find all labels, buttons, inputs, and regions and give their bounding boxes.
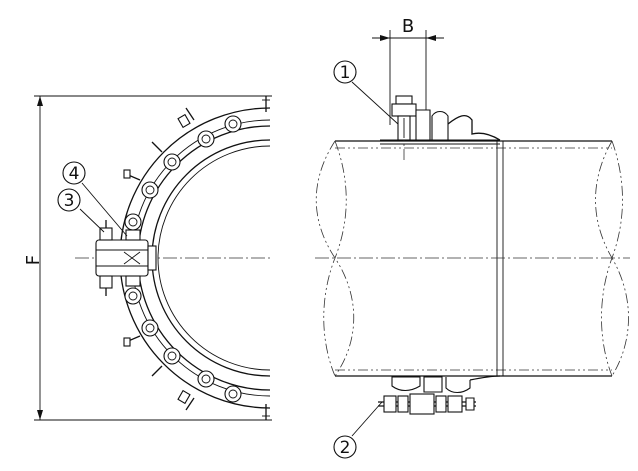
bottom-housing: [378, 375, 501, 415]
callout-2: 2: [333, 435, 357, 459]
callout-4: 4: [62, 161, 86, 185]
pipe-body: [315, 140, 629, 377]
view-edge: [262, 96, 270, 420]
callout-leaders-left: [79, 182, 128, 237]
callout-4-label: 4: [69, 164, 80, 184]
dimension-f-label: F: [23, 255, 44, 265]
dimension-f: F: [23, 95, 272, 421]
end-view: F: [23, 95, 272, 421]
side-bolt-assembly: [95, 220, 157, 296]
callout-1: 1: [333, 60, 357, 84]
dimension-b-label: B: [402, 16, 414, 37]
callout-3: 3: [57, 188, 81, 212]
housing-lugs: [124, 115, 242, 403]
top-housing: [380, 95, 501, 145]
side-view: B: [315, 16, 630, 437]
callout-2-label: 2: [340, 438, 351, 458]
callout-leaders-right: [351, 81, 399, 437]
callout-3-label: 3: [64, 191, 75, 211]
dimension-b: B: [372, 16, 444, 125]
callout-1-label: 1: [340, 63, 351, 83]
radial-bolts: [123, 107, 195, 411]
